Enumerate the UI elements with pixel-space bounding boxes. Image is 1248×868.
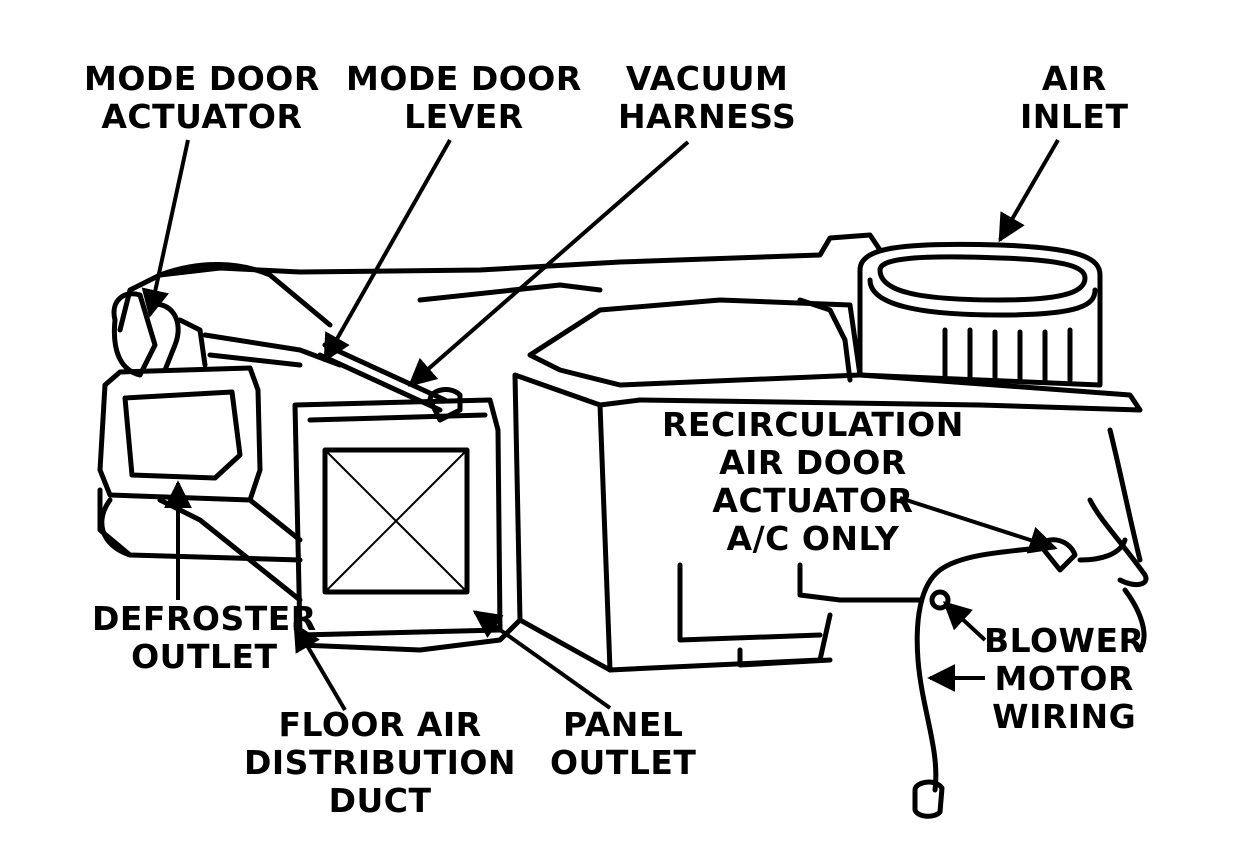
label-defroster-outlet: DEFROSTER OUTLET [92, 599, 317, 676]
panel-outlet-shape [292, 387, 503, 638]
defroster-outlet-shape [97, 365, 303, 603]
label-vacuum-harness: VACUUM HARNESS [618, 59, 797, 136]
label-mode-door-actuator: MODE DOOR ACTUATOR [84, 59, 320, 136]
label-floor-air-distribution-duct: FLOOR AIR DISTRIBUTION DUCT [244, 705, 517, 820]
label-blower-motor-wiring: BLOWER MOTOR WIRING [984, 621, 1145, 736]
label-panel-outlet: PANEL OUTLET [550, 705, 697, 782]
blower-side-shape [1037, 427, 1149, 653]
housing-body [117, 232, 1143, 673]
leader-lines [141, 138, 1060, 712]
air-inlet-shape [797, 241, 1103, 388]
blower-wiring-shape [912, 545, 1043, 819]
label-mode-door-lever: MODE DOOR LEVER [346, 59, 582, 136]
label-recirculation-air-door-actuator: RECIRCULATION AIR DOOR ACTUATOR A/C ONLY [662, 405, 964, 558]
label-air-inlet: AIR INLET [1020, 59, 1129, 136]
